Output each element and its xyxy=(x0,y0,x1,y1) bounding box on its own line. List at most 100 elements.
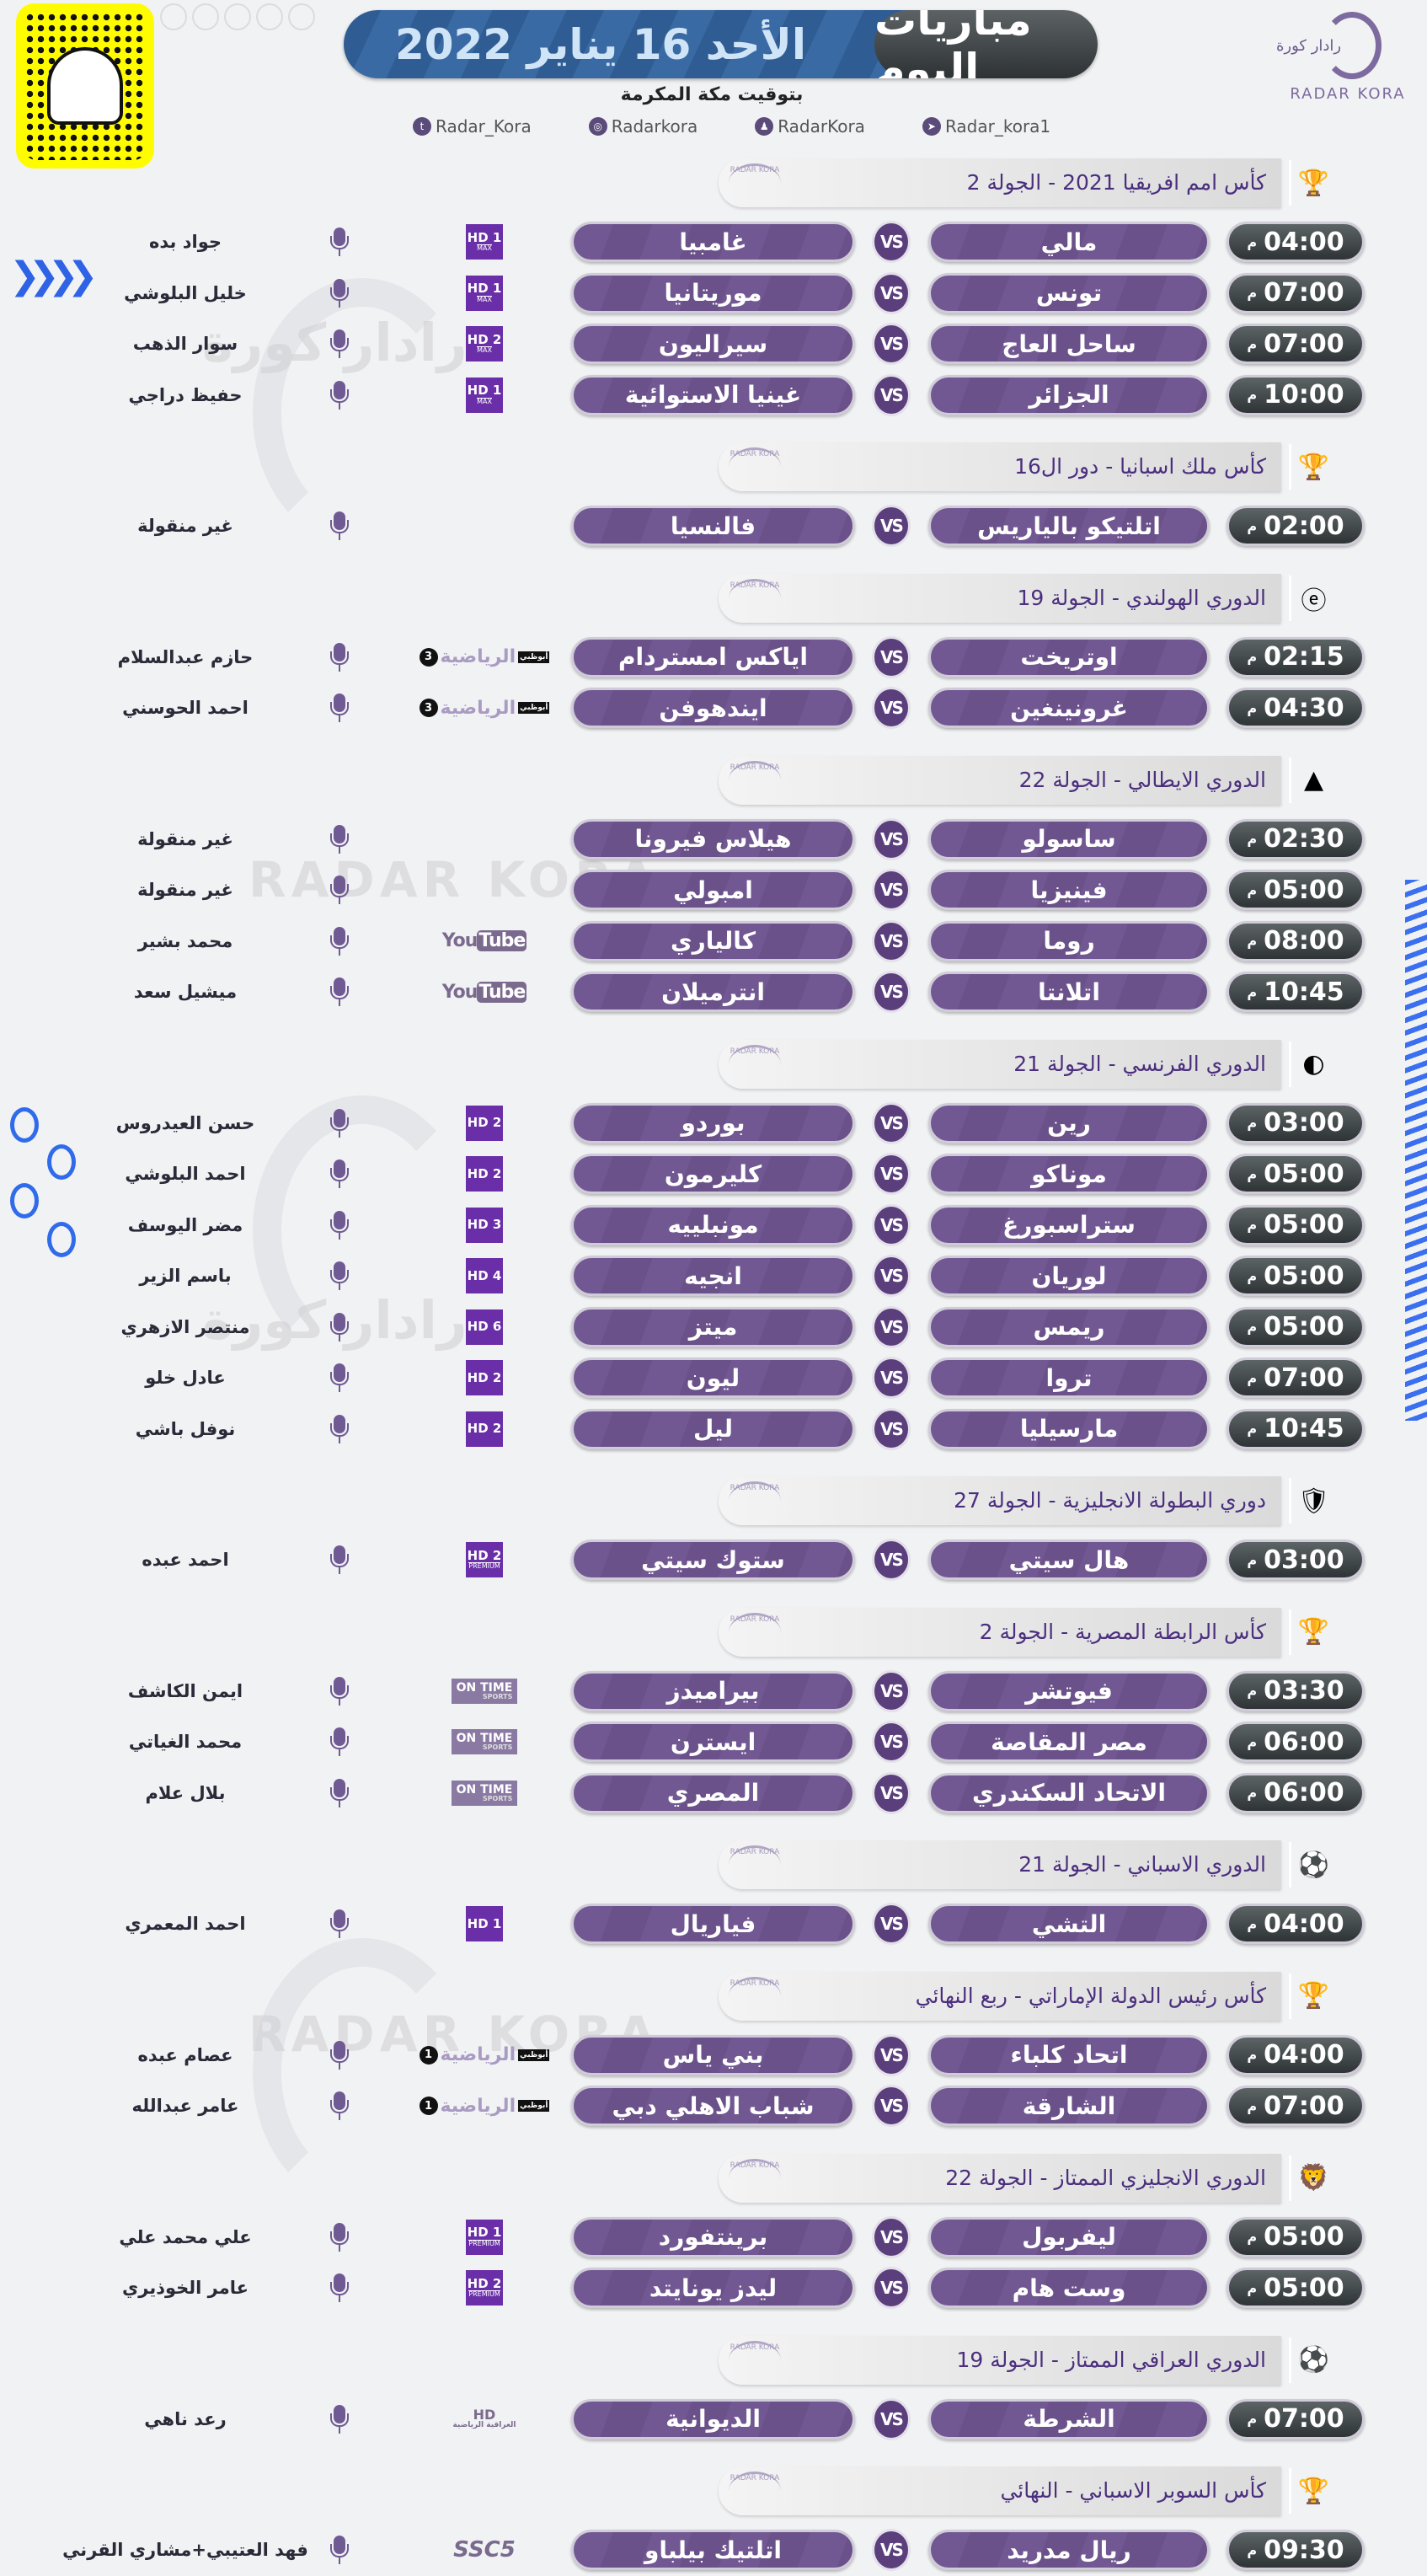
home-team[interactable]: ريال مدريد xyxy=(928,2530,1210,2570)
home-team[interactable]: هال سيتي xyxy=(928,1540,1210,1580)
away-team[interactable]: شباب الاهلي دبي xyxy=(571,2086,855,2126)
home-team[interactable]: موناكو xyxy=(928,1154,1210,1194)
social-link[interactable]: ➤Radar_kora1 xyxy=(922,116,1050,137)
away-team[interactable]: برينتفورد xyxy=(571,2216,855,2257)
away-team[interactable]: هيلاس فيرونا xyxy=(571,818,855,860)
away-team[interactable]: ميتز xyxy=(571,1306,855,1347)
home-team[interactable]: ساحل العاج xyxy=(928,324,1210,364)
social-link[interactable]: ◎Radarkora xyxy=(588,116,697,137)
away-team[interactable]: ليل xyxy=(571,1408,855,1449)
home-team[interactable]: مصر المقاصة xyxy=(928,1722,1210,1762)
home-team[interactable]: اوتريخت xyxy=(928,636,1210,677)
vs-badge: VS xyxy=(872,1903,911,1945)
home-team[interactable]: رين xyxy=(928,1102,1210,1143)
microphone-icon xyxy=(330,1261,349,1292)
home-team[interactable]: اتلانتا xyxy=(928,972,1210,1012)
away-team[interactable]: الديوانية xyxy=(571,2398,855,2439)
home-team[interactable]: ستراسبورغ xyxy=(928,1204,1210,1245)
microphone-icon xyxy=(330,2536,349,2566)
away-team[interactable]: بيراميدز xyxy=(571,1670,855,1711)
home-team[interactable]: تروا xyxy=(928,1358,1210,1398)
home-team[interactable]: اتلتيكو بالياريس xyxy=(928,506,1210,546)
away-team[interactable]: غامبيا xyxy=(571,222,855,262)
channel-name: الرياضية xyxy=(440,697,516,719)
away-team[interactable]: امبولي xyxy=(571,870,855,910)
away-team[interactable]: ليون xyxy=(571,1358,855,1398)
away-team[interactable]: فالنسيا xyxy=(571,506,855,546)
away-team[interactable]: غينيا الاستوائية xyxy=(571,374,855,415)
home-team[interactable]: وست هام xyxy=(928,2268,1210,2308)
away-team[interactable]: ستوك سيتي xyxy=(571,1540,855,1580)
home-team[interactable]: التشي xyxy=(928,1904,1210,1944)
away-team[interactable]: المصري xyxy=(571,1772,855,1813)
home-team[interactable]: ريمس xyxy=(928,1306,1210,1347)
home-team[interactable]: غرونينغين xyxy=(928,688,1210,728)
home-team[interactable]: الشرطة xyxy=(928,2398,1210,2439)
vs-badge: VS xyxy=(872,2215,911,2258)
away-team[interactable]: ايندهوفن xyxy=(571,688,855,728)
home-team[interactable]: فينيزيا xyxy=(928,870,1210,910)
home-team[interactable]: لوريان xyxy=(928,1256,1210,1296)
away-team[interactable]: بني ياس xyxy=(571,2034,855,2075)
away-team[interactable]: كالياري xyxy=(571,920,855,961)
home-team[interactable]: الجزائر xyxy=(928,374,1210,415)
away-team[interactable]: انترميلان xyxy=(571,972,855,1012)
home-team[interactable]: مارسيليا xyxy=(928,1408,1210,1449)
home-team[interactable]: روما xyxy=(928,920,1210,961)
home-team[interactable]: الاتحاد السكندري xyxy=(928,1772,1210,1813)
away-team[interactable]: موريتانيا xyxy=(571,272,855,313)
away-team[interactable]: ليدز يونايتد xyxy=(571,2268,855,2308)
away-team[interactable]: اتلتيك بيلباو xyxy=(571,2530,855,2570)
home-team[interactable]: ليفربول xyxy=(928,2216,1210,2257)
home-team[interactable]: اتحاد كلباء xyxy=(928,2034,1210,2075)
social-link[interactable]: ♟RadarKora xyxy=(755,116,865,137)
home-team[interactable]: فيوتشر xyxy=(928,1670,1210,1711)
home-team[interactable]: مالي xyxy=(928,222,1210,262)
away-team[interactable]: سيراليون xyxy=(571,324,855,364)
away-team[interactable]: اياكس امستردام xyxy=(571,636,855,677)
home-team[interactable]: تونس xyxy=(928,272,1210,313)
ligue-1-icon: ◐ xyxy=(1289,1041,1336,1087)
home-team[interactable]: ساسولو xyxy=(928,818,1210,860)
away-team[interactable]: بوردو xyxy=(571,1102,855,1143)
away-team[interactable]: كليرمون xyxy=(571,1154,855,1194)
away-team[interactable]: مونبلييه xyxy=(571,1204,855,1245)
commentator-name: ايمن الكاشف xyxy=(127,1680,243,1701)
away-team[interactable]: انجيه xyxy=(571,1256,855,1296)
away-team[interactable]: فياريال xyxy=(571,1904,855,1944)
channel-tier: PREMIUM xyxy=(468,1562,500,1571)
home-team[interactable]: الشارقة xyxy=(928,2086,1210,2126)
away-team[interactable]: ايسترن xyxy=(571,1722,855,1762)
